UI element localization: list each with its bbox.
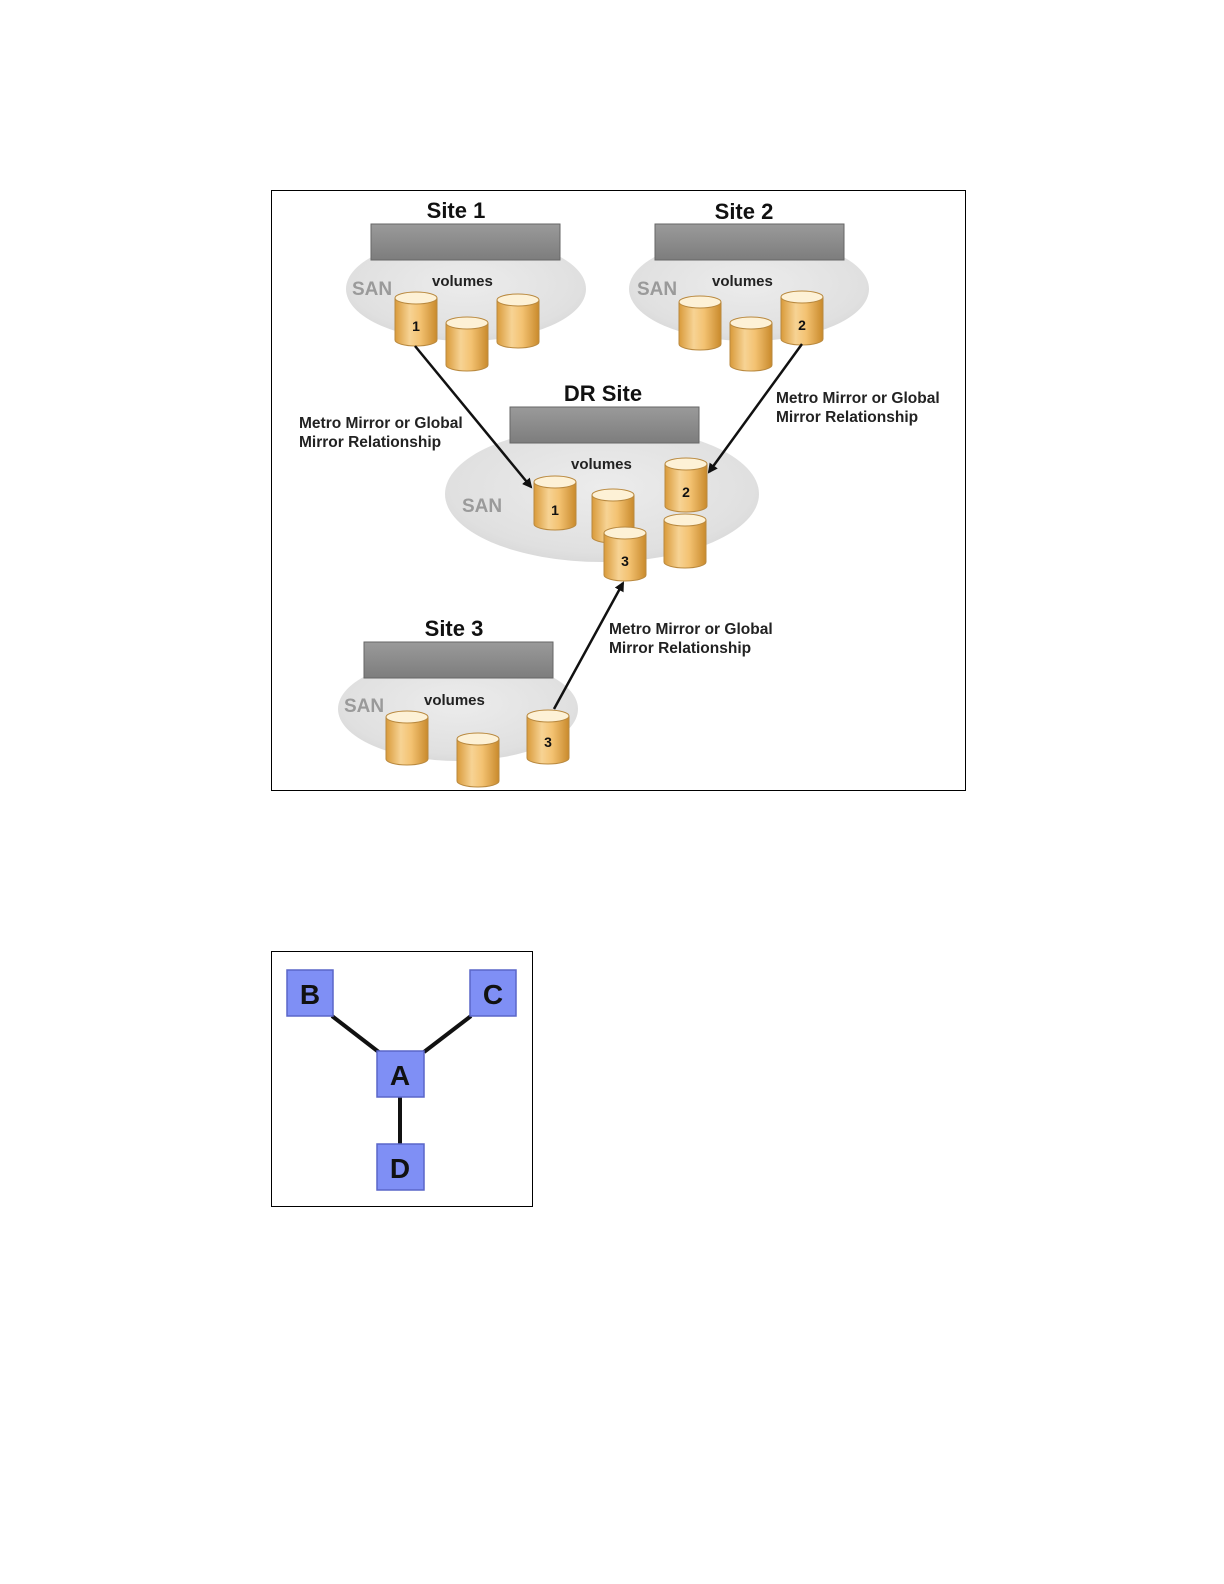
star-topology-figure: B C A D (271, 951, 533, 1207)
relationship-label-right: Metro Mirror or Global Mirror Relationsh… (776, 390, 940, 426)
site-2-group: Site 2 SAN volumes 2 (629, 199, 869, 371)
dr-site-volume-3: 3 (604, 527, 646, 581)
site-3-title: Site 3 (425, 616, 484, 641)
site-2-server-bar (655, 224, 844, 260)
star-topology-diagram: B C A D (272, 952, 534, 1208)
node-d-label: D (390, 1153, 410, 1184)
site-2-title: Site 2 (715, 199, 774, 224)
svg-text:Mirror Relationship: Mirror Relationship (299, 434, 441, 451)
site-3-san-label: SAN (344, 696, 384, 717)
svg-text:Metro Mirror or Global: Metro Mirror or Global (299, 415, 463, 432)
svg-text:Metro Mirror or Global: Metro Mirror or Global (609, 621, 773, 638)
site-1-volumes-label: volumes (432, 273, 493, 290)
site-2-volume-2: 2 (781, 291, 823, 345)
site-2-volume-2-number: 2 (798, 317, 806, 333)
node-b: B (287, 970, 333, 1016)
svg-text:Mirror Relationship: Mirror Relationship (609, 640, 751, 657)
node-b-label: B (300, 979, 320, 1010)
relationship-label-left: Metro Mirror or Global Mirror Relationsh… (299, 415, 463, 451)
site-1-volume (497, 294, 539, 348)
site-3-volumes-label: volumes (424, 692, 485, 709)
site-3-volume-3: 3 (527, 710, 569, 764)
site-1-title: Site 1 (427, 198, 486, 223)
site-3-group: Site 3 SAN volumes 3 (338, 616, 578, 787)
svg-text:Metro Mirror or Global: Metro Mirror or Global (776, 390, 940, 407)
dr-site-group: DR Site SAN volumes 1 2 3 (445, 381, 759, 581)
node-d: D (377, 1144, 424, 1190)
edge-a-b (332, 1016, 380, 1053)
dr-site-volume-1: 1 (534, 476, 576, 530)
node-c-label: C (483, 979, 503, 1010)
site-1-server-bar (371, 224, 560, 260)
relationship-label-bottom: Metro Mirror or Global Mirror Relationsh… (609, 621, 773, 657)
mirror-topology-diagram: Site 1 SAN volumes 1 Site 2 SAN volumes … (272, 191, 967, 792)
site-3-volume (386, 711, 428, 765)
site-3-volume (457, 733, 499, 787)
node-a: A (377, 1051, 424, 1097)
dr-site-server-bar (510, 407, 699, 443)
node-a-label: A (390, 1060, 410, 1091)
site-2-volumes-label: volumes (712, 273, 773, 290)
dr-site-volumes-label: volumes (571, 456, 632, 473)
node-c: C (470, 970, 516, 1016)
dr-site-volume-1-number: 1 (551, 502, 559, 518)
site-1-volume-1-number: 1 (412, 318, 420, 334)
dr-site-title: DR Site (564, 381, 642, 406)
site-2-volume (679, 296, 721, 350)
svg-text:Mirror Relationship: Mirror Relationship (776, 409, 918, 426)
site-1-group: Site 1 SAN volumes 1 (346, 198, 586, 371)
site-1-volume-1: 1 (395, 292, 437, 346)
dr-site-volume-2: 2 (665, 458, 707, 512)
site-1-volume (446, 317, 488, 371)
dr-site-volume-2-number: 2 (682, 484, 690, 500)
site-2-san-label: SAN (637, 279, 677, 300)
edge-a-c (424, 1016, 471, 1052)
site-3-volume-3-number: 3 (544, 734, 552, 750)
site-2-volume (730, 317, 772, 371)
site-3-server-bar (364, 642, 553, 678)
site-1-san-label: SAN (352, 279, 392, 300)
mirror-topology-figure: Site 1 SAN volumes 1 Site 2 SAN volumes … (271, 190, 966, 791)
dr-site-volume-3-number: 3 (621, 553, 629, 569)
dr-site-volume (664, 514, 706, 568)
dr-site-san-label: SAN (462, 496, 502, 517)
